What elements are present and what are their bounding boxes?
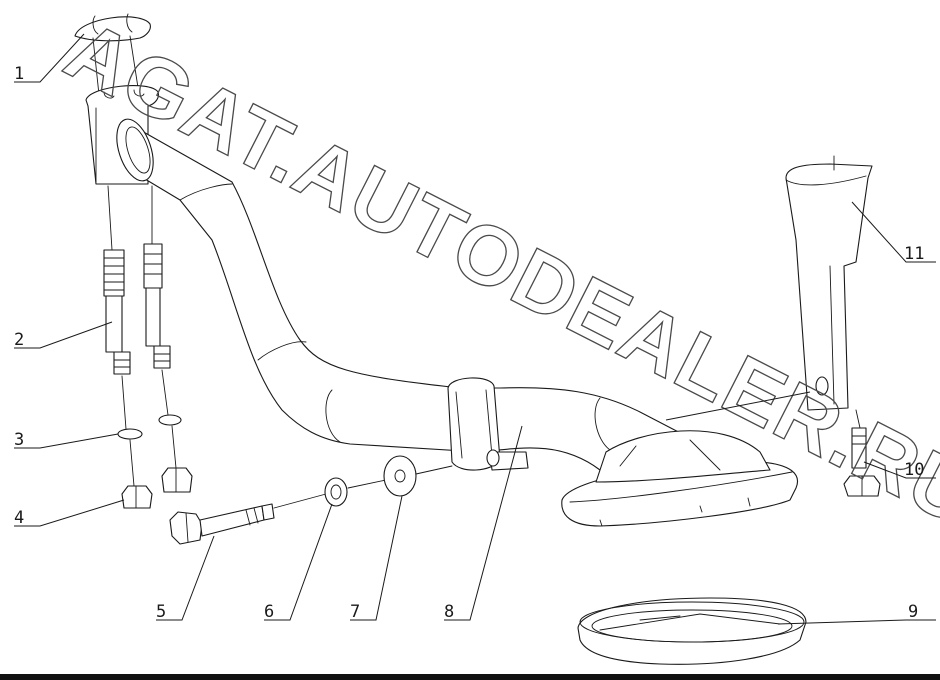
callout-3: 3 [14, 430, 24, 450]
part-5-bolt [169, 493, 327, 545]
callout-9: 9 [908, 602, 918, 622]
part-8-suction-pipe [116, 118, 721, 471]
callout-6: 6 [264, 602, 274, 622]
callout-5: 5 [156, 602, 166, 622]
strainer-housing [561, 430, 798, 527]
part-3-washers [117, 369, 182, 440]
part-11-bracket [785, 155, 873, 411]
callout-10: 10 [904, 460, 924, 480]
part-6-spring-washer [324, 477, 387, 507]
leader-lines [14, 33, 936, 625]
callout-2: 2 [14, 330, 24, 350]
part-10-bolt [843, 409, 881, 497]
callout-4: 4 [14, 508, 24, 528]
part-7-flat-washer [383, 455, 453, 497]
part-9-screen-ring [577, 597, 807, 665]
bottom-border [0, 674, 940, 680]
part-4-nuts [121, 425, 193, 509]
callout-8: 8 [444, 602, 454, 622]
callout-11: 11 [904, 244, 924, 264]
callout-1: 1 [14, 64, 24, 84]
callout-7: 7 [350, 602, 360, 622]
part-2-studs [103, 185, 171, 375]
